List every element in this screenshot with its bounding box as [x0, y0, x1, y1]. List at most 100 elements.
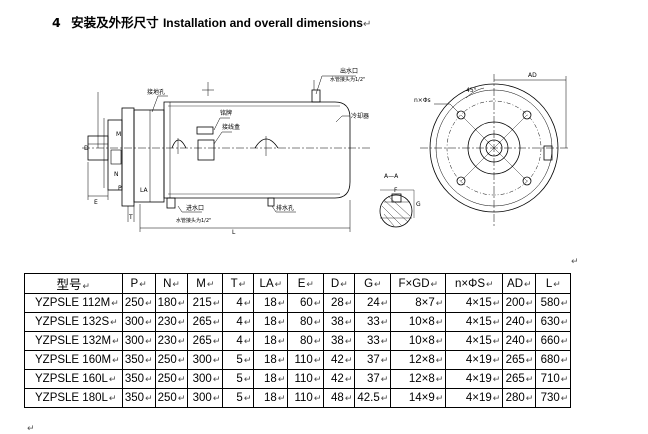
cell-LA: 18↵: [253, 331, 289, 351]
label-nameplate: 铭牌: [220, 109, 232, 117]
label-dim-T: T: [128, 214, 133, 221]
paragraph-mark: ↵: [362, 19, 372, 30]
cell-G: 42.5↵: [354, 388, 392, 408]
cell-L: 630↵: [535, 312, 572, 332]
cell-L: 680↵: [535, 350, 572, 370]
cell-D: 42↵: [323, 369, 356, 389]
header-L: L↵: [535, 273, 572, 294]
cell-P: 350↵: [121, 388, 156, 408]
cell-N: 230↵: [154, 331, 189, 351]
cell-T: 5↵: [222, 369, 255, 389]
cell-T: 4↵: [222, 312, 255, 332]
cell-AD: 280↵: [502, 388, 537, 408]
label-dim-LA: LA: [140, 187, 148, 194]
label-dim-AD: AD: [528, 72, 537, 79]
cell-model: YZPSLE 112M↵: [24, 293, 123, 313]
cell-model: YZPSLE 132M↵: [24, 331, 123, 351]
cell-N: 230↵: [154, 312, 189, 332]
cell-AD: 265↵: [502, 369, 537, 389]
label-dim-N: N: [114, 171, 119, 178]
cell-LA: 18↵: [253, 369, 289, 389]
cell-FxGD: 12×8↵: [390, 350, 447, 370]
cell-N: 250↵: [154, 369, 189, 389]
cell-N: 250↵: [154, 350, 189, 370]
label-holes: n×Φs: [414, 97, 431, 104]
header-model: 型号↵: [24, 273, 123, 294]
cell-E: 110↵: [287, 388, 325, 408]
cell-model: YZPSLE 160M↵: [24, 350, 123, 370]
cell-E: 60↵: [287, 293, 325, 313]
table-row: YZPSLE 160L↵350↵250↵300↵5↵18↵110↵42↵37↵1…: [24, 369, 572, 389]
header-P: P↵: [121, 273, 156, 294]
cell-P: 300↵: [121, 312, 156, 332]
label-angle: 45°: [466, 87, 477, 94]
header-G: G↵: [354, 273, 392, 294]
cell-M: 300↵: [187, 369, 224, 389]
cell-T: 5↵: [222, 350, 255, 370]
label-dim-P: P: [118, 185, 122, 192]
paragraph-mark: ↵: [27, 424, 35, 434]
cell-P: 300↵: [121, 331, 156, 351]
table-row: YZPSLE 132M↵300↵230↵265↵4↵18↵80↵38↵33↵10…: [24, 331, 572, 351]
cell-P: 350↵: [121, 350, 156, 370]
cell-N: 250↵: [154, 388, 189, 408]
paragraph-mark: ↵: [571, 257, 579, 267]
section-heading: 4 安装及外形尺寸 Installation and overall dimen…: [52, 12, 371, 31]
label-dim-F: F: [394, 187, 398, 194]
header-LA: LA↵: [253, 273, 289, 294]
cell-D: 28↵: [323, 293, 356, 313]
header-T: T↵: [222, 273, 255, 294]
cell-AD: 240↵: [502, 312, 537, 332]
header-FxGD: F×GD↵: [390, 273, 447, 294]
cell-nxS: 4×19↵: [445, 350, 504, 370]
cell-L: 710↵: [535, 369, 572, 389]
cell-D: 38↵: [323, 312, 356, 332]
cell-N: 180↵: [154, 293, 189, 313]
cell-LA: 18↵: [253, 388, 289, 408]
header-nxS: n×ΦS↵: [445, 273, 504, 294]
cell-nxS: 4×15↵: [445, 331, 504, 351]
dimensions-table: 型号↵ P↵ N↵ M↵ T↵ LA↵ E↵ D↵ G↵ F×GD↵ n×ΦS↵…: [24, 273, 572, 408]
cell-nxS: 4×15↵: [445, 312, 504, 332]
cell-AD: 200↵: [502, 293, 537, 313]
header-D: D↵: [323, 273, 356, 294]
cell-M: 265↵: [187, 331, 224, 351]
table-body: YZPSLE 112M↵250↵180↵215↵4↵18↵60↵28↵24↵8×…: [24, 293, 572, 408]
cell-LA: 18↵: [253, 293, 289, 313]
cell-nxS: 4×19↵: [445, 388, 504, 408]
cell-G: 33↵: [354, 312, 392, 332]
section-title-en: Installation and overall dimensions: [162, 16, 363, 30]
label-outlet-top: 出水口: [340, 67, 358, 75]
cell-L: 730↵: [535, 388, 572, 408]
cell-G: 37↵: [354, 350, 392, 370]
table-header-row: 型号↵ P↵ N↵ M↵ T↵ LA↵ E↵ D↵ G↵ F×GD↵ n×ΦS↵…: [24, 273, 572, 294]
cell-M: 300↵: [187, 350, 224, 370]
label-dim-M: M: [116, 131, 121, 138]
header-AD: AD↵: [502, 273, 537, 294]
cell-M: 300↵: [187, 388, 224, 408]
cell-P: 350↵: [121, 369, 156, 389]
label-outlet-thread: 水管接头为1/2": [330, 76, 365, 83]
cell-model: YZPSLE 160L↵: [24, 369, 123, 389]
label-earth-hole: 接地孔: [147, 88, 165, 96]
cell-model: YZPSLE 180L↵: [24, 388, 123, 408]
cell-D: 38↵: [323, 331, 356, 351]
cell-AD: 265↵: [502, 350, 537, 370]
label-drain-hole: 排水孔: [276, 204, 294, 212]
cell-G: 37↵: [354, 369, 392, 389]
cell-D: 48↵: [323, 388, 356, 408]
label-dim-E: E: [94, 199, 98, 206]
cell-P: 250↵: [121, 293, 156, 313]
section-number: 4: [52, 15, 61, 30]
header-M: M↵: [187, 273, 224, 294]
cell-E: 110↵: [287, 369, 325, 389]
front-view: [420, 74, 570, 228]
cell-AD: 240↵: [502, 331, 537, 351]
cell-FxGD: 10×8↵: [390, 312, 447, 332]
cell-E: 110↵: [287, 350, 325, 370]
label-dim-L: L: [232, 229, 236, 236]
cell-FxGD: 12×8↵: [390, 369, 447, 389]
table-row: YZPSLE 180L↵350↵250↵300↵5↵18↵110↵48↵42.5…: [24, 388, 572, 408]
motor-dimension-drawing: 接地孔 铭牌 接线盒 出水口 水管接头为1/2" 冷却器 进水口 水管接头为1/…: [82, 67, 570, 236]
cell-L: 580↵: [535, 293, 572, 313]
